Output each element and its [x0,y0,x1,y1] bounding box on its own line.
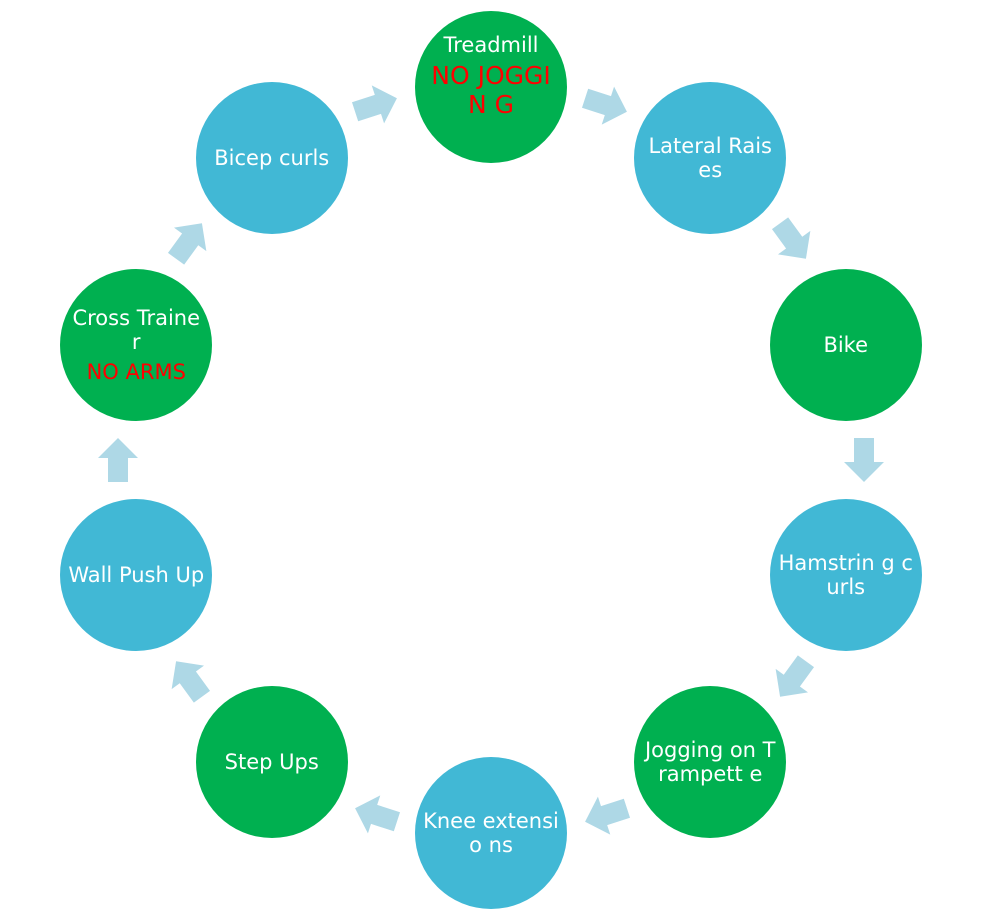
node-label: Knee extensio ns [423,809,559,857]
node-label: Cross Trainer [72,305,201,354]
node-label: Bike [823,332,869,357]
node-label: Hamstrin g curls [778,551,913,600]
node-bicep-curls: Bicep curls [195,82,348,235]
node-label: Jogging on Trampett e [644,737,776,786]
arrow-right-icon [771,217,811,259]
arrow-right-icon [354,795,400,834]
arrow-right-icon [844,438,884,482]
node-label: Treadmill [443,33,539,57]
node-label: Bicep curls [214,146,330,171]
node-knee-extensio-ns: Knee extensio ns [415,757,567,909]
node-treadmill: Treadmill NO JOGGIN G [415,11,567,163]
arrow-right-icon [168,222,207,265]
node-step-ups: Step Ups [195,685,348,838]
arrow-right-icon [582,86,628,125]
node-cross-trainer: Cross Trainer NO ARMS [60,268,213,421]
node-note: NO ARMS [86,359,186,384]
node-label: Wall Push Up [68,563,205,588]
arrow-right-icon [98,438,138,482]
node-wall-push-up: Wall Push Up [60,499,213,652]
arrow-right-icon [171,661,211,703]
arrow-right-icon [775,655,814,698]
node-lateral-raises: Lateral Raises [634,82,787,235]
node-bike: Bike [769,268,922,421]
node-hamstrin-g-curls: Hamstrin g curls [769,499,922,652]
arrow-right-icon [585,796,631,835]
arrow-right-icon [351,85,397,124]
node-label: Step Ups [224,749,319,774]
node-note: NO JOGGIN G [431,61,551,119]
node-label: Lateral Raises [648,134,772,183]
node-jogging-on-trampett-e: Jogging on Trampett e [634,685,787,838]
